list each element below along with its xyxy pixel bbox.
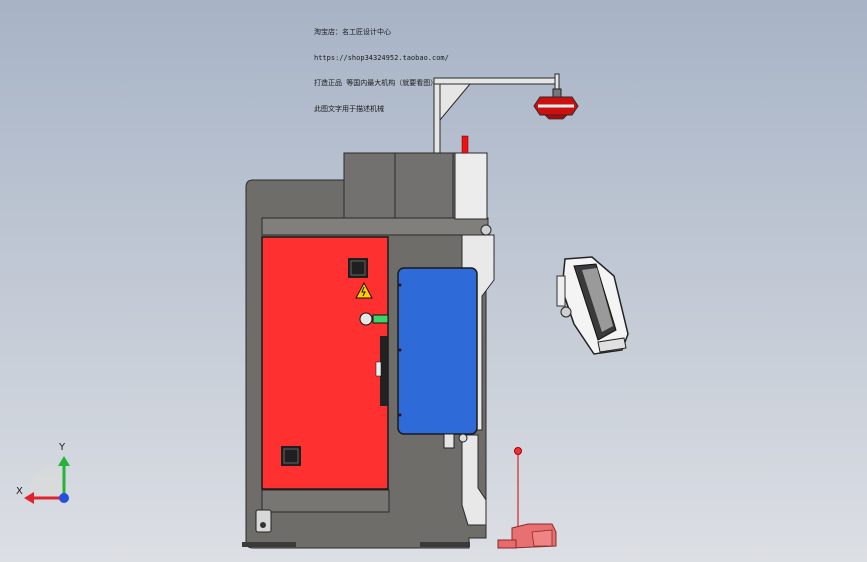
x-axis-label: X [16, 486, 23, 497]
blue-control-panel[interactable] [397, 267, 478, 449]
annotation-line-shop: 淘宝店：名工匠设计中心 [314, 28, 391, 36]
foot-left [242, 542, 296, 547]
main-switch-handle[interactable] [372, 314, 389, 324]
y-axis-label: Y [59, 442, 66, 453]
base-plinth [261, 489, 390, 513]
annotation-line-desc: 此图文字用于描述机械 [314, 104, 384, 113]
annotation-note: 淘宝店：名工匠设计中心 https://shop34324952.taobao.… [314, 11, 449, 130]
pendant-controller[interactable] [556, 256, 629, 355]
red-indicator [461, 135, 469, 154]
cabinet-vent-top [348, 258, 368, 278]
main-switch-knob[interactable] [359, 312, 373, 326]
upper-block-left [343, 152, 396, 219]
lower-junction-box [255, 509, 272, 533]
annotation-line-slogan: 打造正品 等国内最大机构（就要看图） [314, 79, 438, 87]
foot-pedal[interactable] [497, 447, 557, 549]
crossbeam [261, 217, 489, 236]
cabinet-door-latch [380, 336, 388, 406]
cabinet-vent-bottom [281, 446, 301, 466]
upper-block-right [394, 152, 454, 219]
electrical-cabinet[interactable] [261, 236, 389, 490]
triad-plane [29, 467, 64, 498]
annotation-line-url: https://shop34324952.taobao.com/ [314, 53, 449, 62]
foot-right [420, 542, 470, 547]
z-axis-dot [59, 493, 69, 503]
warning-icon [355, 281, 373, 299]
beacon-arm[interactable] [433, 73, 579, 154]
